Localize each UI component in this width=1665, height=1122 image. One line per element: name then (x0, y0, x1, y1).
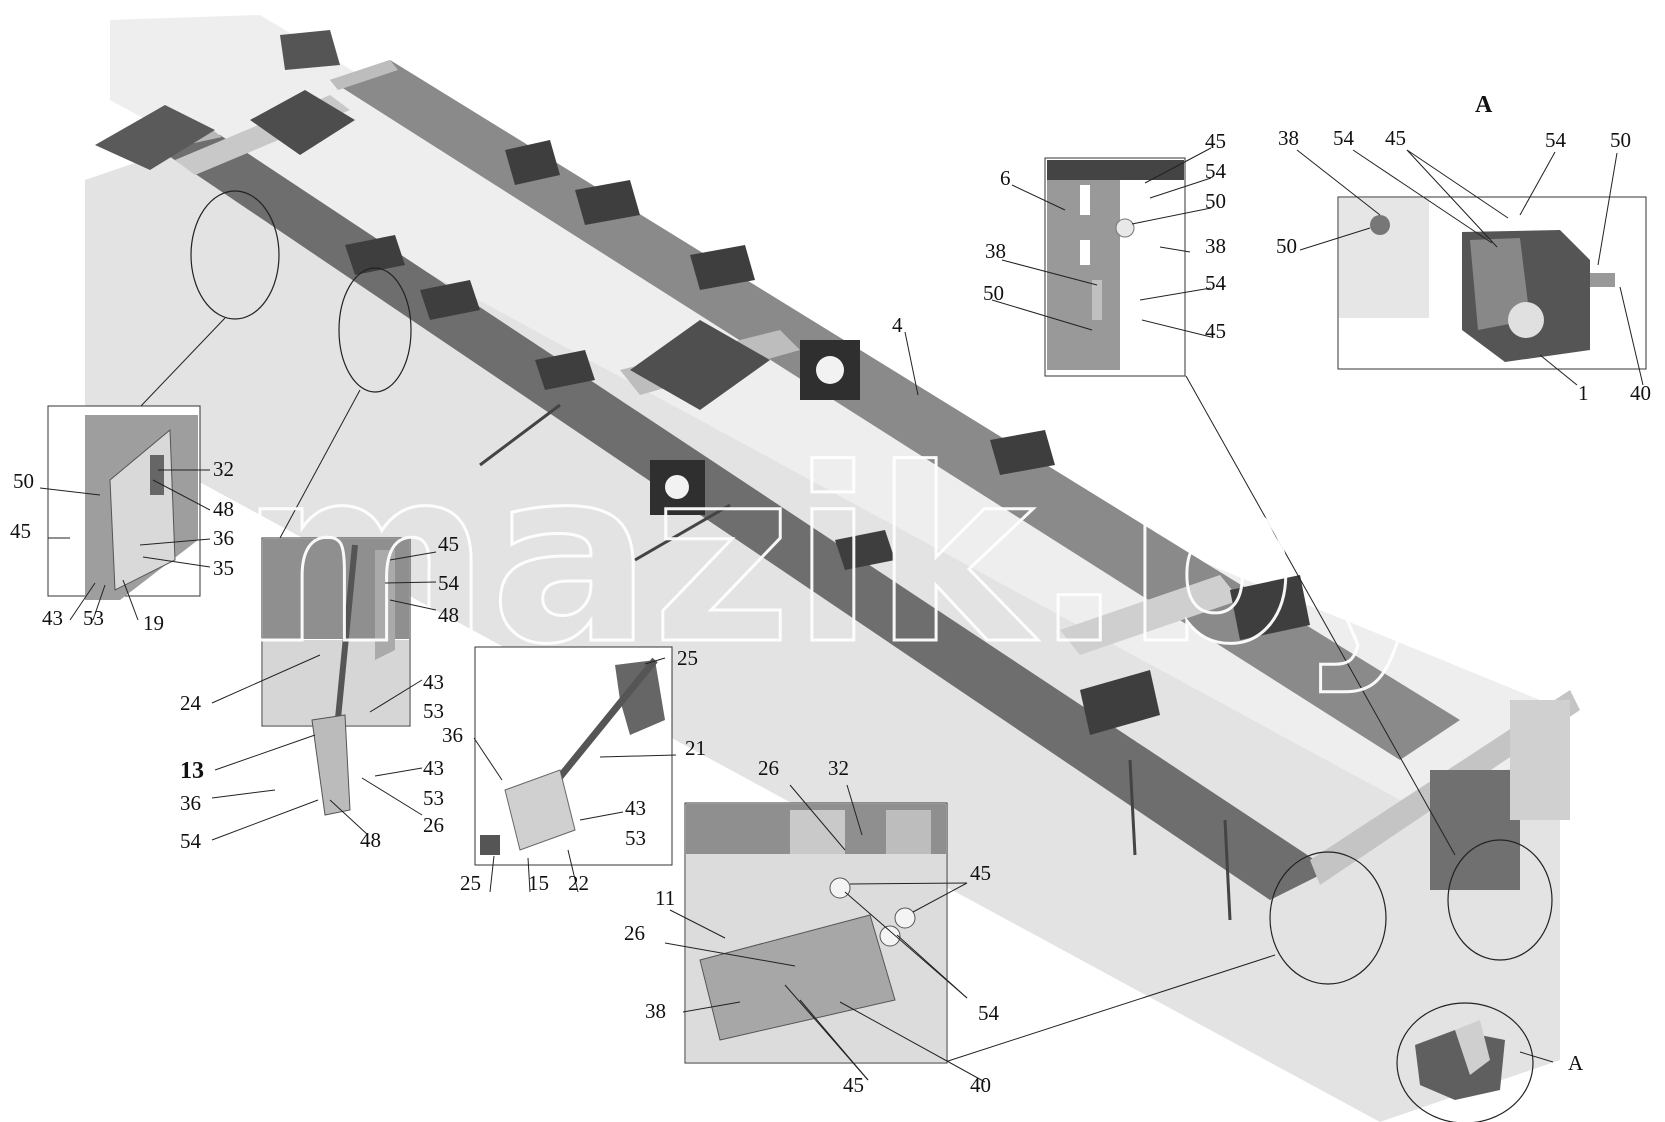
tie-rods (479, 403, 1232, 921)
far-side-rail (330, 60, 1460, 760)
circle-view-A (1396, 1002, 1534, 1122)
circle-rear-right (1447, 839, 1553, 961)
watermark-text: mazik.by (240, 417, 1453, 697)
detail-circles (190, 190, 1553, 1122)
label-b-54b: 54 (1205, 271, 1227, 295)
label-e-15: 15 (528, 871, 549, 895)
detail-box-11 (684, 802, 948, 1064)
label-c-53: 53 (83, 606, 104, 630)
label-b-50a: 50 (1205, 189, 1226, 213)
view-A-title: A (1475, 92, 1493, 118)
label-c-43: 43 (42, 606, 63, 630)
label-b-45a: 45 (1205, 129, 1226, 153)
label-c-48: 48 (213, 497, 234, 521)
label-a-54b: 54 (1545, 128, 1567, 152)
label-d-54b: 54 (180, 829, 202, 853)
label-d-43b: 43 (423, 756, 444, 780)
label-e-21: 21 (685, 736, 706, 760)
rear-bracket-right (1510, 700, 1570, 820)
label-c-32: 32 (213, 457, 234, 481)
label-c-35: 35 (213, 556, 234, 580)
chassis-body-light (85, 120, 1560, 1122)
label-b-38b: 38 (1205, 234, 1226, 258)
detail-box-6 (1044, 157, 1186, 377)
label-d-24: 24 (180, 691, 202, 715)
label-e-25b: 25 (460, 871, 481, 895)
leader-lines (39, 147, 1644, 1083)
label-f-32: 32 (828, 756, 849, 780)
label-d-53b: 53 (423, 786, 444, 810)
label-a-50top: 50 (1610, 128, 1631, 152)
detail-box-tie-rod (261, 537, 411, 816)
label-d-36: 36 (180, 791, 201, 815)
label-b-6: 6 (1000, 166, 1011, 190)
label-d-45: 45 (438, 532, 459, 556)
label-c-36: 36 (213, 526, 234, 550)
front-plate-left (95, 105, 215, 170)
label-d-43a: 43 (423, 670, 444, 694)
near-side-rail (160, 135, 1330, 900)
label-d-48a: 48 (438, 603, 459, 627)
label-d-13: 13 (180, 758, 204, 784)
chassis-illustration (85, 15, 1580, 1122)
label-e-25a: 25 (677, 646, 698, 670)
circle-rear-left (1269, 851, 1387, 985)
label-a-50left: 50 (1276, 234, 1297, 258)
label-d-53a: 53 (423, 699, 444, 723)
label-f-40: 40 (970, 1073, 991, 1097)
label-f-11: 11 (655, 886, 675, 910)
label-a-40: 40 (1630, 381, 1651, 405)
label-f-38: 38 (645, 999, 666, 1023)
label-a-1: 1 (1578, 381, 1589, 405)
label-callout-A: A (1568, 1051, 1584, 1075)
label-f-45a: 45 (970, 861, 991, 885)
label-a-45: 45 (1385, 126, 1406, 150)
label-e-36: 36 (442, 723, 463, 747)
front-plate-center (250, 90, 355, 155)
circle-mid-bracket (338, 267, 412, 393)
circle-front-bracket (190, 190, 280, 320)
label-f-26b: 26 (624, 921, 645, 945)
label-b-50b: 50 (983, 281, 1004, 305)
label-c-50: 50 (13, 469, 34, 493)
rail-cutout-hole-2 (665, 475, 689, 499)
label-f-54: 54 (978, 1001, 1000, 1025)
label-e-53: 53 (625, 826, 646, 850)
label-b-54a: 54 (1205, 159, 1227, 183)
label-d-26: 26 (423, 813, 444, 837)
detail-connectors (139, 317, 1456, 1063)
detail-box-view-A (1337, 196, 1647, 370)
label-c-45: 45 (10, 519, 31, 543)
label-main-4: 4 (892, 313, 903, 337)
label-b-38a: 38 (985, 239, 1006, 263)
front-bracket (280, 30, 340, 70)
label-e-22: 22 (568, 871, 589, 895)
label-a-54a: 54 (1333, 126, 1355, 150)
circle-view-A-part (1415, 1020, 1505, 1100)
part-labels: A 38 54 45 54 50 50 1 40 6 45 54 50 38 3… (10, 92, 1651, 1097)
mid-plate (630, 320, 770, 410)
label-a-38: 38 (1278, 126, 1299, 150)
label-c-19: 19 (143, 611, 164, 635)
label-e-43: 43 (625, 796, 646, 820)
cross-member-rear (1060, 575, 1240, 655)
rail-cutout-hole-1 (816, 356, 844, 384)
rear-hinge-block (1430, 770, 1520, 890)
label-f-45b: 45 (843, 1073, 864, 1097)
far-side-rail-top (330, 60, 398, 90)
label-d-48b: 48 (360, 828, 381, 852)
label-d-54a: 54 (438, 571, 460, 595)
detail-box-front-bracket (47, 405, 201, 600)
rail-brackets (345, 140, 1310, 735)
label-b-45b: 45 (1205, 319, 1226, 343)
label-f-26a: 26 (758, 756, 779, 780)
